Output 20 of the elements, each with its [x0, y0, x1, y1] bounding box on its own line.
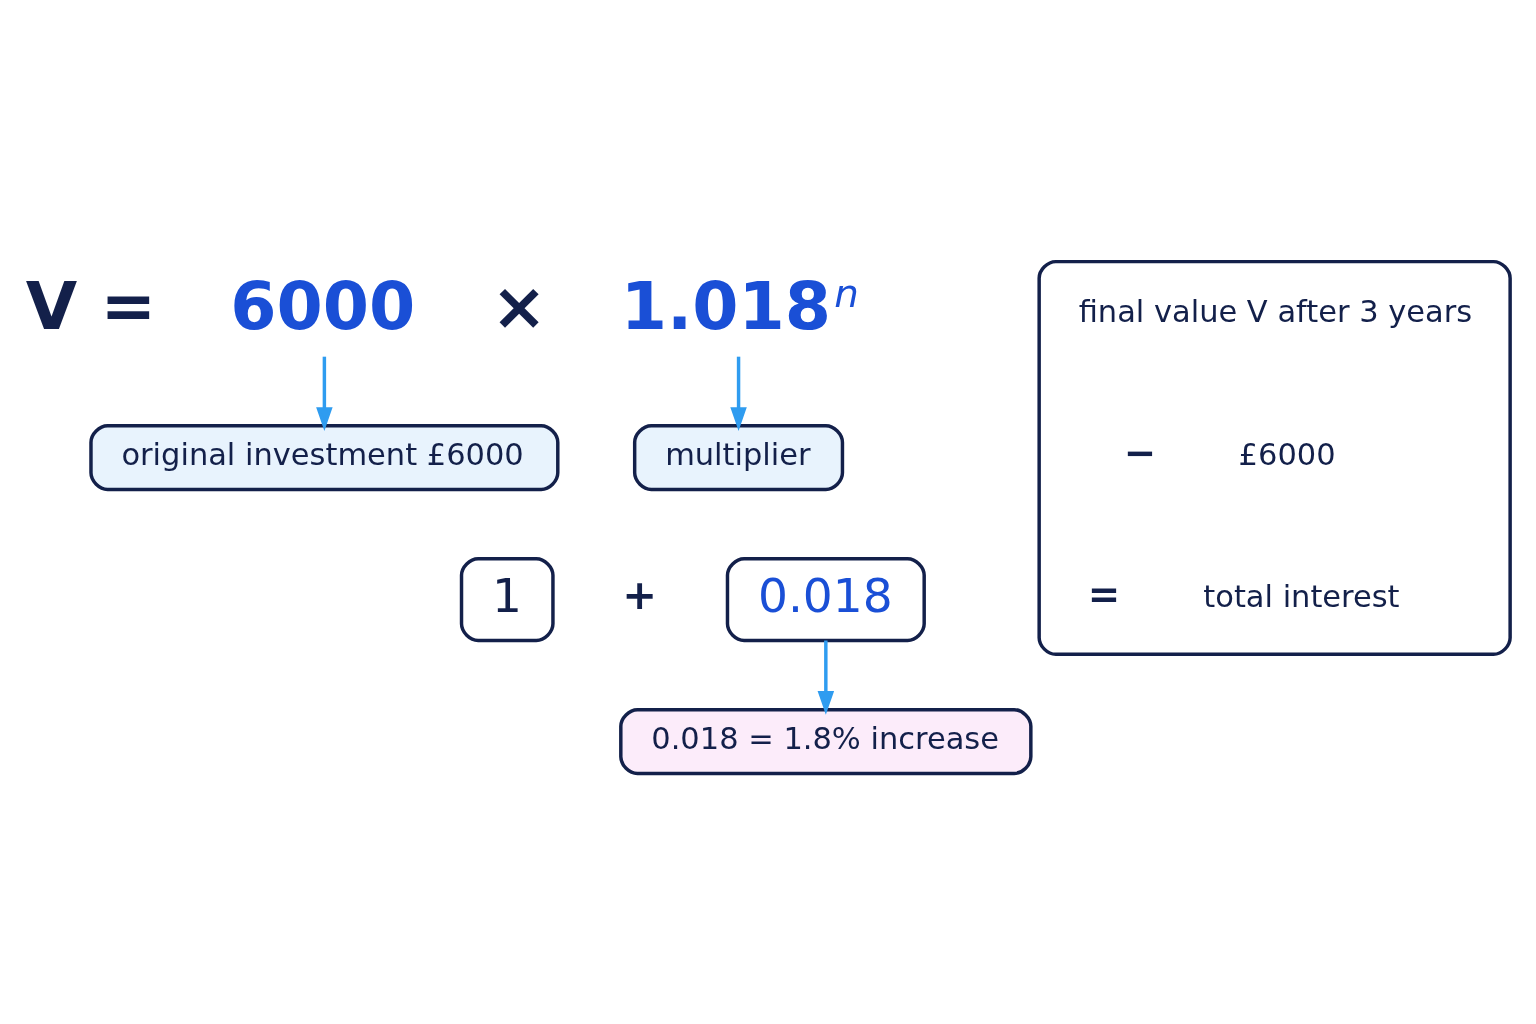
node-label: n: [834, 270, 859, 316]
label: +: [622, 569, 658, 619]
arrow: [316, 356, 333, 431]
node-box: 0.018: [725, 557, 926, 643]
node-text: total interest: [1203, 579, 1400, 615]
cluster: [1037, 259, 1512, 657]
node-text: £6000: [1238, 437, 1336, 473]
label: −: [1123, 429, 1157, 475]
node-text: final value V after 3 years: [1078, 294, 1473, 330]
node-text: 6000: [230, 267, 416, 346]
node-text: 1.018: [620, 267, 832, 346]
label: =: [1087, 571, 1121, 617]
arrow: [817, 640, 835, 715]
node-box: 0.018 = 1.8% increase: [619, 708, 1033, 776]
label: ×: [491, 267, 548, 346]
arrow: [730, 356, 747, 431]
label: V =: [25, 267, 157, 346]
node-box: 1: [459, 557, 555, 643]
node-box: original investment £6000: [89, 424, 560, 492]
node-box: multiplier: [632, 424, 845, 492]
